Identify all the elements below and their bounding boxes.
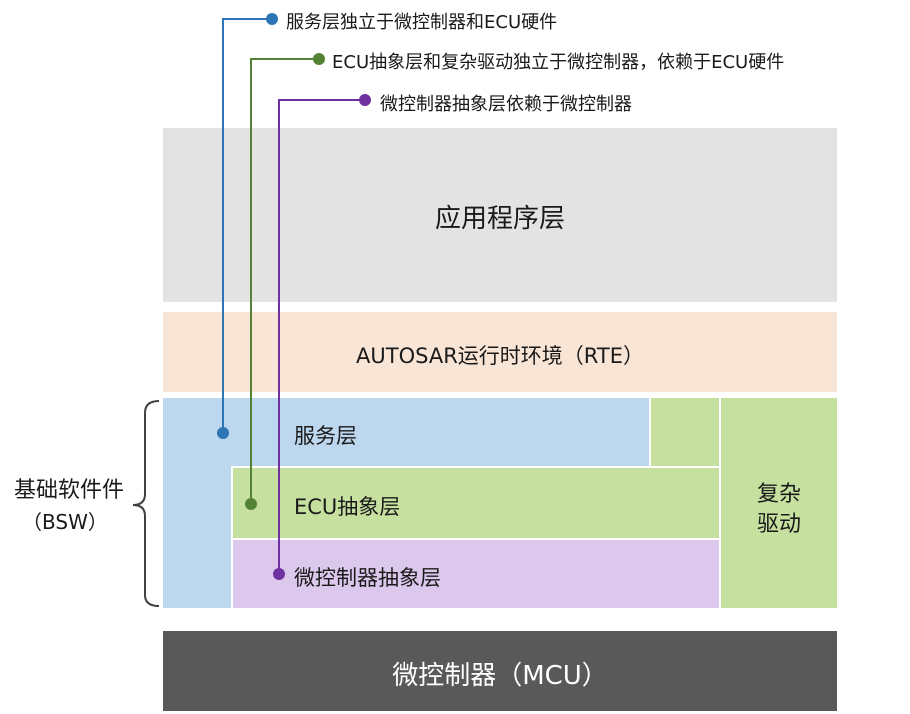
- complex-drivers-label-line1: 复杂: [756, 482, 801, 507]
- rte-layer: AUTOSAR运行时环境（RTE）: [163, 312, 837, 392]
- rte-layer-label: AUTOSAR运行时环境（RTE）: [356, 344, 644, 368]
- ecu-abstraction-layer-label: ECU抽象层: [294, 495, 401, 519]
- complex-drivers-label-line2: 驱动: [756, 512, 801, 537]
- services-layer: [163, 398, 649, 466]
- bsw-label-line2: （BSW）: [22, 510, 108, 534]
- services-layer-label: 服务层: [294, 424, 357, 448]
- mcal-layer-label: 微控制器抽象层: [294, 566, 441, 590]
- application-layer: 应用程序层: [163, 128, 837, 302]
- complex-drivers-layer: 复杂 驱动: [721, 398, 837, 608]
- ecu-callout-dot-end: [313, 53, 325, 65]
- mcu-layer-label: 微控制器（MCU）: [392, 661, 608, 691]
- bsw-brace: [132, 400, 160, 607]
- annotation-mcal: 微控制器抽象层依赖于微控制器: [380, 94, 632, 115]
- mcu-layer: 微控制器（MCU）: [163, 631, 837, 711]
- annotation-ecu-complex: ECU抽象层和复杂驱动独立于微控制器，依赖于ECU硬件: [332, 52, 785, 73]
- bsw-label-line1: 基础软件件: [14, 478, 125, 503]
- mcal-callout-dot-end: [359, 94, 371, 106]
- application-layer-label: 应用程序层: [434, 204, 565, 234]
- services-callout-dot-end: [266, 13, 278, 25]
- ecu-abstraction-upper-strip: [651, 398, 719, 466]
- annotation-services: 服务层独立于微控制器和ECU硬件: [286, 12, 558, 33]
